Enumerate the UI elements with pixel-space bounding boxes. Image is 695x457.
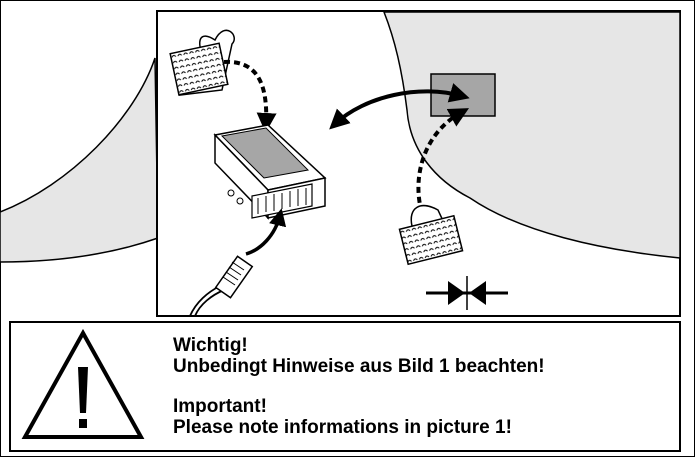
warning-title-de: Wichtig! (173, 335, 248, 356)
warning-text-de: Unbedingt Hinweise aus Bild 1 beachten! (173, 356, 545, 377)
mounting-target-area (430, 73, 496, 117)
cable-plug-icon (189, 255, 254, 317)
press-together-icon (426, 276, 508, 310)
velcro-strip-bottom-icon (398, 205, 464, 266)
velcro-attach-arrow (223, 59, 277, 133)
plug-in-arrow (245, 208, 287, 256)
velcro-strip-top-icon (169, 29, 235, 96)
control-unit-device (213, 124, 327, 220)
warning-triangle-icon (21, 329, 145, 439)
move-device-arrow (329, 83, 470, 130)
warning-notice: Wichtig! Unbedingt Hinweise aus Bild 1 b… (9, 321, 681, 452)
left-mounting-surface (0, 57, 159, 263)
warning-title-en: Important! (173, 396, 267, 417)
warning-text-en: Please note informations in picture 1! (173, 417, 512, 438)
